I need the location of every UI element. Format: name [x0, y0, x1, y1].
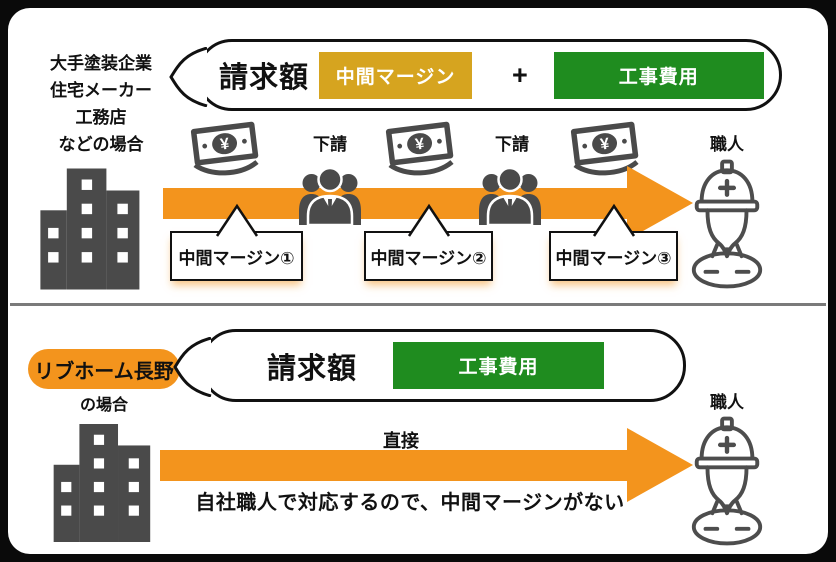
direct-label: 直接 [383, 431, 419, 451]
people-group-icon [479, 166, 541, 227]
section-divider [10, 303, 826, 306]
money-icon: ¥ [570, 121, 639, 176]
top-case-label: 大手塗装企業 住宅メーカー 工務店 などの場合 [26, 50, 176, 158]
money-icon: ¥ [385, 121, 454, 176]
people-group-icon [299, 166, 361, 227]
company-case-suffix: の場合 [79, 397, 128, 414]
flow-arrow-bottom [160, 450, 627, 481]
building-icon [40, 168, 140, 290]
bubble-tail-icon [169, 47, 208, 107]
worker-icon [691, 416, 763, 546]
billing-amount-label: 請求額 [267, 352, 358, 385]
middle-margin-tag: 中間マージン [319, 51, 473, 99]
margin-callout-1: 中間マージン① [170, 203, 303, 281]
worker-icon [691, 159, 763, 289]
subcontractor-label-2: 下請 [495, 135, 529, 154]
construction-cost-tag: 工事費用 [553, 51, 764, 99]
craftsman-label-top: 職人 [710, 135, 744, 154]
svg-text:¥: ¥ [599, 136, 610, 154]
callout-pointer-icon [592, 203, 635, 237]
case-line-4: などの場合 [58, 135, 144, 154]
billing-bubble-top: 請求額 中間マージン + 工事費用 [169, 39, 782, 111]
subcontractor-label-1: 下請 [313, 135, 347, 154]
plus-sign: + [512, 59, 528, 90]
callout-pointer-icon [215, 203, 258, 237]
margin-callout-1-label: 中間マージン① [178, 248, 295, 268]
money-icon: ¥ [190, 121, 259, 176]
billing-amount-label: 請求額 [219, 62, 310, 94]
margin-callout-2: 中間マージン② [364, 203, 493, 281]
building-icon [53, 424, 151, 542]
construction-cost-tag: 工事費用 [393, 342, 605, 389]
bubble-tail-icon [173, 337, 212, 397]
flow-arrow-top-head [627, 166, 693, 240]
case-line-1: 大手塗装企業 [50, 54, 152, 73]
flow-arrow-bottom-head [627, 428, 693, 502]
margin-callout-3: 中間マージン③ [549, 203, 678, 281]
company-pill: リブホーム長野 [28, 349, 180, 389]
margin-callout-2-label: 中間マージン② [370, 248, 487, 268]
margin-callout-3-label: 中間マージン③ [555, 248, 672, 268]
no-margin-message: 自社職人で対応するので、中間マージンがない [195, 492, 625, 514]
craftsman-label-bottom: 職人 [710, 393, 744, 412]
billing-bubble-bottom: 請求額 工事費用 [173, 329, 686, 402]
svg-text:¥: ¥ [414, 136, 425, 154]
callout-pointer-icon [407, 203, 450, 237]
case-line-2: 住宅メーカー [50, 81, 152, 100]
svg-text:¥: ¥ [219, 136, 230, 154]
case-line-3: 工務店 [75, 108, 127, 127]
